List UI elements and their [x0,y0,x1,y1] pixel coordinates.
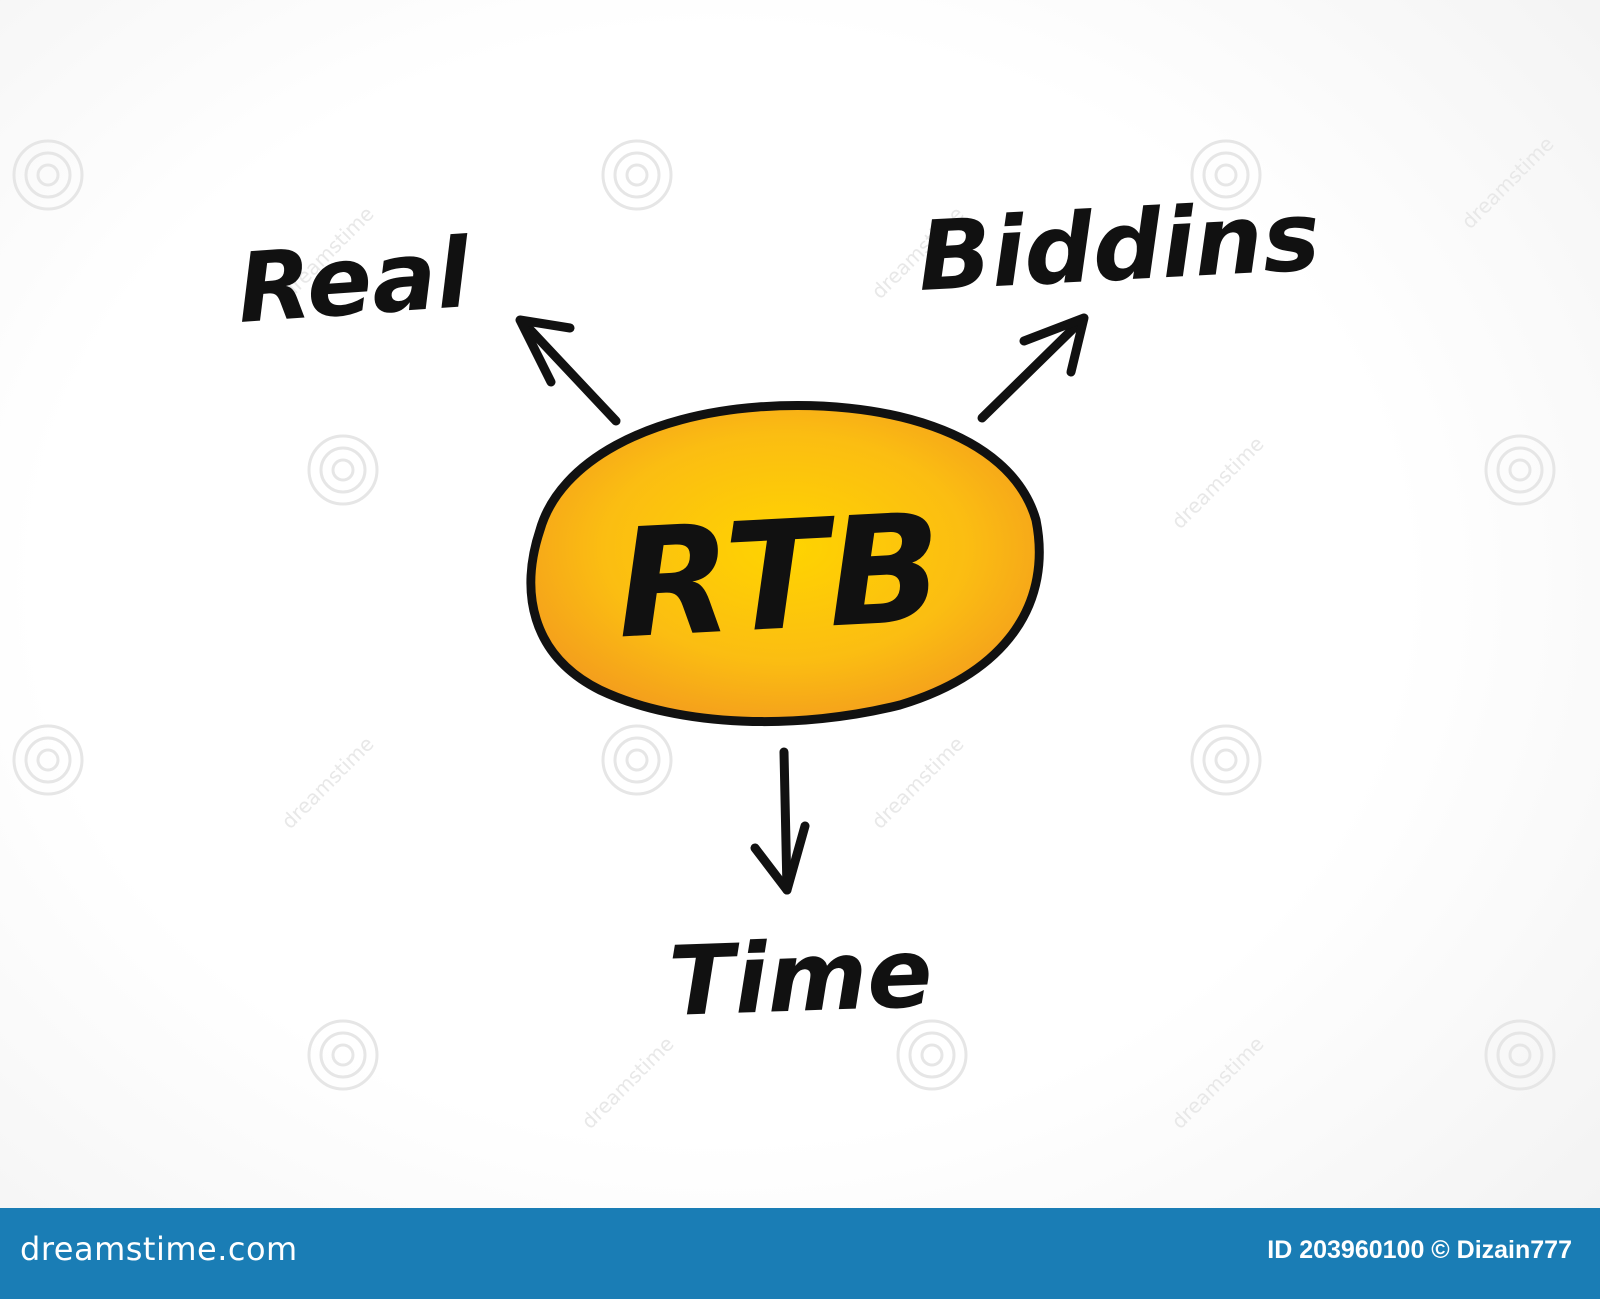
arrow-to-time-icon [750,747,810,895]
center-label: RTB [612,482,946,673]
watermark-text: dreamstime [1167,1032,1269,1134]
word-real: Real [234,217,474,345]
footer-logo[interactable]: dreamstime.com [20,1230,298,1268]
center-ellipse [526,401,1044,727]
watermark-swirl-icon [1190,724,1262,796]
watermark-swirl-icon [1484,1019,1556,1091]
arrow-to-biddins-icon [977,313,1089,423]
watermark-swirl-icon [12,724,84,796]
watermark-swirl-icon [601,139,673,211]
watermark-swirl-icon [601,724,673,796]
footer-credit: ID 203960100 © Dizain777 [1267,1236,1572,1264]
watermark-swirl-icon [1484,434,1556,506]
watermark-swirl-icon [307,434,379,506]
footer-bar: dreamstime.com ID 203960100 © Dizain777 [0,1208,1600,1299]
word-biddins: Biddins [915,180,1322,313]
watermark-swirl-icon [1190,139,1262,211]
watermark-text: dreamstime [277,732,379,834]
watermark-text: dreamstime [577,1032,679,1134]
watermark-swirls [12,139,1556,1091]
diagram-canvas: dreamstime dreamstime dreamstime dreamst… [12,132,1559,1134]
watermark-swirl-icon [896,1019,968,1091]
arrow-to-real-icon [515,315,621,426]
watermark-text: dreamstime [867,732,969,834]
watermark-text: dreamstime [1167,432,1269,534]
watermark-swirl-icon [12,139,84,211]
watermark-swirl-icon [307,1019,379,1091]
watermark-text: dreamstime [1457,132,1559,234]
word-time: Time [667,917,934,1038]
